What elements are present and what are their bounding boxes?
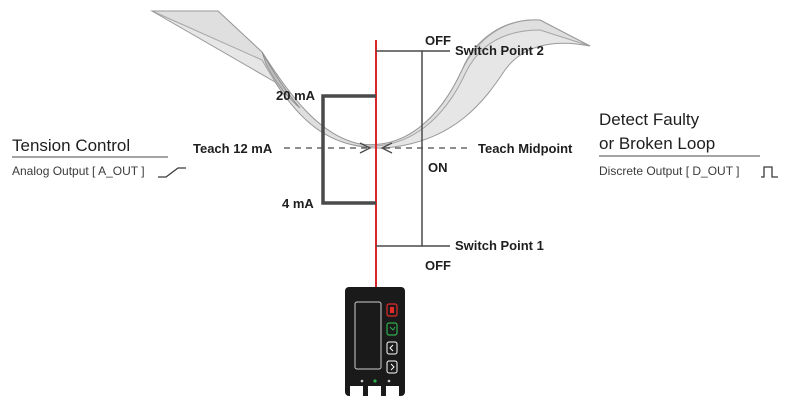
sensor-led-2 <box>373 379 377 383</box>
sensor-terminal-2 <box>368 386 381 398</box>
sensor-left-button <box>386 341 398 355</box>
web-ribbon-front <box>151 10 591 147</box>
sensor-led-3 <box>387 379 391 383</box>
sensor-green-arrow-icon <box>389 326 396 331</box>
switch-point-2-label: Switch Point 2 <box>455 43 544 58</box>
sensor-display <box>354 301 382 370</box>
sensor-red-dot <box>390 307 394 313</box>
analog-high-label: 20 mA <box>276 88 316 103</box>
detect-faulty-panel: Detect Faulty or Broken Loop Discrete Ou… <box>599 110 778 178</box>
detect-faulty-title-line2: or Broken Loop <box>599 134 715 153</box>
discrete-output-subtitle: Discrete Output [ D_OUT ] <box>599 164 740 178</box>
analog-output-subtitle: Analog Output [ A_OUT ] <box>12 164 145 178</box>
sensor-led-1 <box>360 379 364 383</box>
sensor-right-chevron-icon <box>390 363 395 371</box>
sensor-right-button <box>386 360 398 374</box>
off-top-label: OFF <box>425 33 451 48</box>
teach-12ma-arrow-icon <box>359 142 372 154</box>
ramp-signal-icon <box>158 167 186 178</box>
teach-midpoint-label: Teach Midpoint <box>478 141 573 156</box>
detect-faulty-title-line1: Detect Faulty <box>599 110 700 129</box>
tension-control-panel: Tension Control Analog Output [ A_OUT ] <box>12 136 186 178</box>
sensor-left-chevron-icon <box>389 344 394 352</box>
material-web-ribbon <box>150 10 591 149</box>
sensor-red-button <box>386 303 398 317</box>
ultrasonic-sensor-icon <box>345 287 405 398</box>
analog-low-label: 4 mA <box>282 196 314 211</box>
off-bottom-label: OFF <box>425 258 451 273</box>
teach-12ma-label: Teach 12 mA <box>193 141 273 156</box>
sensor-terminal-3 <box>386 386 399 398</box>
web-ribbon-curl <box>261 51 301 109</box>
sensor-green-button <box>386 322 398 336</box>
on-label: ON <box>428 160 448 175</box>
sensor-terminal-1 <box>350 386 363 398</box>
switch-point-1-label: Switch Point 1 <box>455 238 544 253</box>
teach-midpoint-arrow-icon <box>380 142 393 154</box>
tension-control-title: Tension Control <box>12 136 130 155</box>
analog-window-bracket <box>321 94 376 205</box>
pulse-signal-icon <box>761 166 778 178</box>
